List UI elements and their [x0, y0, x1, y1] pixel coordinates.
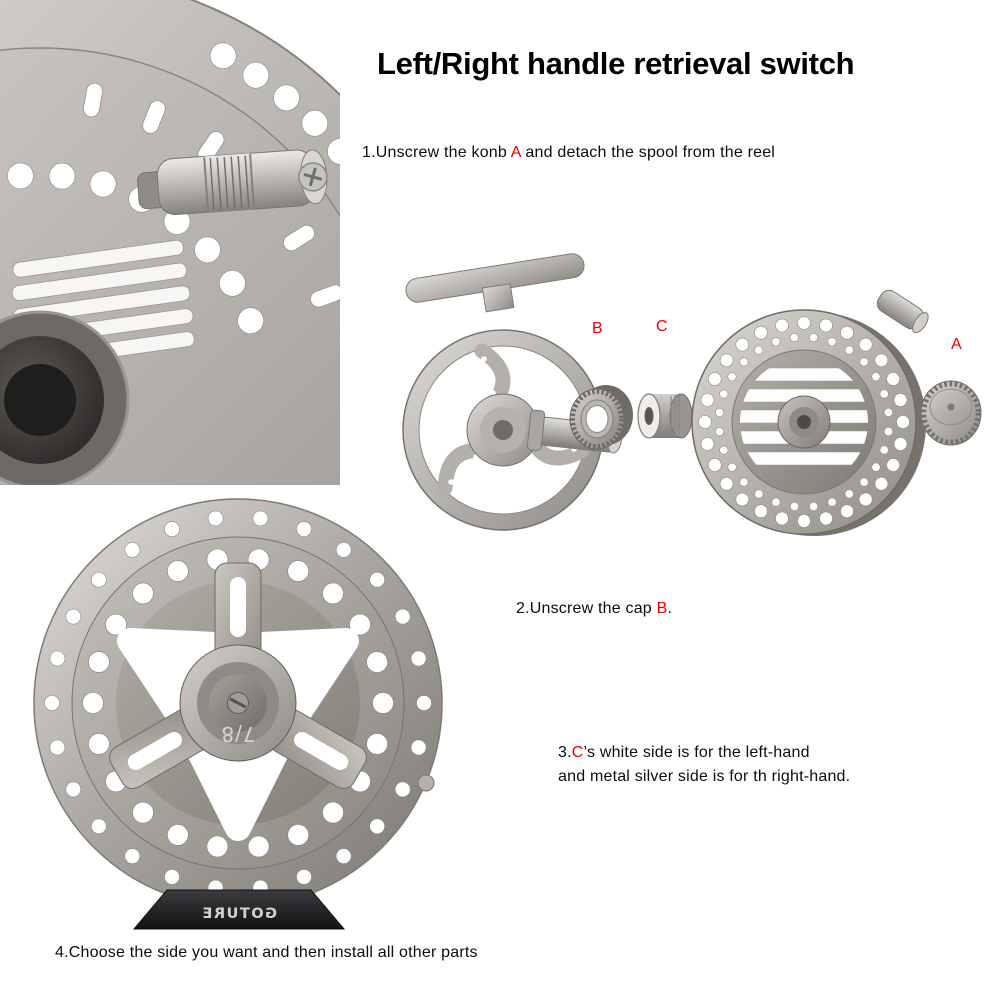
- brand-logo: GOTURE: [201, 906, 277, 922]
- reel-closeup-photo: [0, 0, 340, 485]
- spool-holes-outer-ring: [698, 316, 910, 528]
- handle-knurl-lines: [209, 155, 250, 210]
- closeup-face-holes: [7, 162, 264, 335]
- step-3-pre: 3.: [558, 744, 572, 761]
- reel-face-holes: [82, 548, 394, 858]
- step-1-pre: 1.Unscrew the konb: [362, 144, 511, 161]
- rim-screw-icon: [417, 774, 435, 792]
- reel-frame-illustration: [402, 253, 623, 531]
- adapter-c-hole: [644, 407, 654, 425]
- step-3-post: ’s white side is for the left-hand: [583, 744, 810, 761]
- cap-b-hole: [585, 405, 609, 433]
- frame-foot: [405, 253, 585, 313]
- spool-handle-knob: [876, 289, 929, 334]
- part-label-c: C: [656, 318, 668, 335]
- reel-foot: GOTURE: [132, 889, 346, 930]
- step-4-text: 4.Choose the side you want and then inst…: [55, 944, 478, 961]
- spool-illustration: [691, 289, 929, 536]
- step-3-part-letter: C: [571, 744, 584, 761]
- part-label-a: A: [951, 336, 962, 353]
- closeup-handle: [137, 149, 328, 216]
- page-title: Left/Right handle retrieval switch: [377, 46, 855, 81]
- assembled-reel-illustration: 7/8 GOTURE: [33, 498, 443, 930]
- reel-hub: [179, 644, 297, 762]
- adapter-c-illustration: [637, 393, 693, 439]
- step-1-text: 1.Unscrew the konb A and detach the spoo…: [362, 144, 775, 162]
- handle-screw-cross: [303, 167, 323, 187]
- closeup-rim-holes: [209, 42, 340, 165]
- step-1-post: and detach the spool from the reel: [520, 144, 776, 161]
- step-2-post: .: [667, 600, 673, 617]
- step-2-text: 2.Unscrew the cap B.: [516, 600, 672, 618]
- frame-hub: [466, 393, 540, 467]
- adapter-c-knurl: [670, 395, 680, 437]
- step-3-line2: and metal silver side is for th right-ha…: [558, 768, 851, 785]
- step-3-text: 3.C’s white side is for the left-hand an…: [558, 741, 850, 789]
- reel-size-marking: 7/8: [220, 722, 255, 746]
- step-2-pre: 2.Unscrew the cap: [516, 600, 657, 617]
- spool-hub: [777, 395, 831, 449]
- part-label-b: B: [592, 320, 603, 337]
- step-2-part-letter: B: [656, 600, 668, 617]
- knob-a-center: [947, 403, 955, 411]
- knob-a-knurl: [920, 380, 982, 446]
- step-1-part-letter: A: [510, 144, 521, 161]
- closeup-hub: [0, 310, 130, 485]
- knob-a-illustration: [920, 380, 982, 446]
- cap-b-knurl: [570, 389, 624, 449]
- cap-b-illustration: [569, 385, 633, 450]
- spool-holes-inner-ring: [714, 332, 894, 512]
